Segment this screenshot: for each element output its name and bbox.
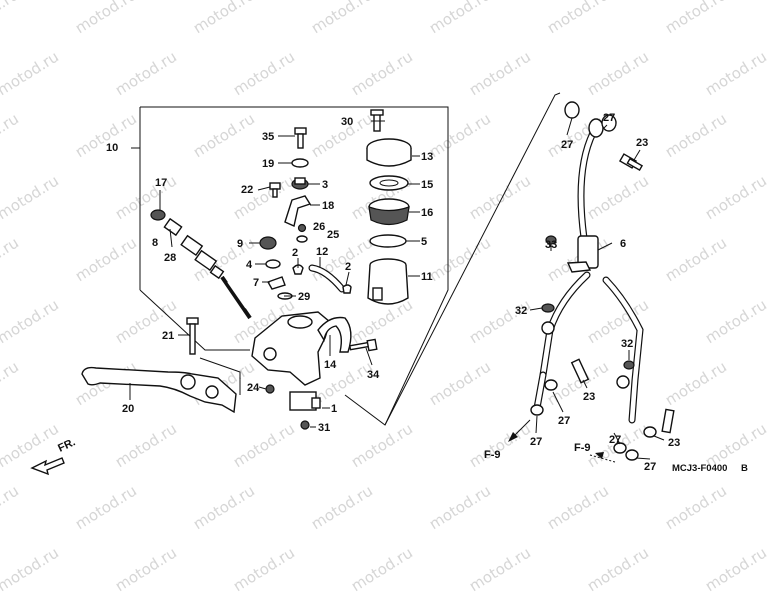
callout-20: 20 [122, 403, 134, 415]
callout-11: 11 [421, 271, 433, 283]
reservoir-11 [367, 258, 409, 305]
reservoir-hose-12 [308, 264, 346, 293]
reservoir-cap-13 [366, 138, 412, 167]
washer-4 [265, 259, 281, 269]
clip-26 [297, 223, 307, 233]
bolt-30 [370, 109, 384, 132]
callout-14: 14 [324, 359, 337, 371]
callout-18: 18 [322, 200, 334, 212]
callout-27-c: 27 [558, 415, 570, 427]
callout-29: 29 [298, 291, 310, 303]
bolt-23-top [618, 153, 644, 172]
washer-27-mid [544, 379, 558, 391]
clip-2-right [342, 284, 352, 294]
callout-7: 7 [253, 277, 259, 289]
callout-31: 31 [318, 422, 330, 434]
plate-15 [369, 175, 409, 191]
holder-14 [317, 316, 352, 353]
front-direction-arrow: FR. [30, 436, 77, 476]
diagram-code: MCJ3-F0400 [672, 463, 727, 474]
callout-labels: 10 17 8 28 30 35 19 3 22 18 26 25 9 2 12… [106, 112, 748, 474]
callout-23-a: 23 [636, 137, 648, 149]
grommet-9 [259, 236, 277, 250]
brake-lever-20 [81, 366, 237, 414]
callout-32-a: 32 [515, 305, 527, 317]
bolt-23-mid [570, 358, 590, 384]
callout-13: 13 [421, 151, 433, 163]
callout-23-c: 23 [668, 437, 680, 449]
callout-34: 34 [367, 369, 380, 381]
front-direction-label: FR. [56, 436, 77, 454]
callout-27-a: 27 [561, 139, 573, 151]
washer-19 [291, 158, 309, 168]
callout-3: 3 [322, 179, 328, 191]
ref-f9-left: F-9 [484, 449, 501, 461]
exploded-parts-diagram: FR. 10 17 8 28 30 35 19 3 22 18 26 25 9 … [30, 92, 748, 476]
callout-19: 19 [262, 158, 274, 170]
callout-2-left: 2 [292, 247, 298, 259]
diaphragm-16 [368, 198, 410, 226]
callout-28: 28 [164, 252, 176, 264]
callout-6: 6 [620, 238, 626, 250]
callout-30: 30 [341, 116, 353, 128]
group-bracket-outline [140, 106, 449, 426]
callout-10: 10 [106, 142, 118, 154]
screw-22 [269, 182, 281, 198]
washer-27-low-left [530, 404, 544, 416]
clamp-32-right [623, 360, 635, 370]
callout-21: 21 [162, 330, 174, 342]
piston-assembly-8 [150, 209, 252, 320]
washer-27-top-left [564, 101, 580, 119]
washer-25 [296, 235, 308, 243]
callout-32-b: 32 [621, 338, 633, 350]
callout-33: 33 [545, 239, 557, 251]
callout-35: 35 [262, 131, 274, 143]
master-cylinder-body-1 [251, 311, 331, 386]
callout-16: 16 [421, 207, 433, 219]
callout-23-b: 23 [583, 391, 595, 403]
bolt-24 [265, 384, 275, 394]
joint-3 [291, 177, 309, 190]
float-5 [369, 234, 407, 248]
diagram-code-suffix: B [741, 463, 748, 474]
brake-switch [289, 391, 321, 411]
callout-25: 25 [327, 229, 339, 241]
ref-f9-right: F-9 [574, 442, 591, 454]
leader-lines [129, 117, 665, 460]
callout-4: 4 [246, 259, 253, 271]
callout-1: 1 [331, 403, 337, 415]
callout-27-f: 27 [644, 461, 656, 473]
washer-27-right [643, 426, 657, 438]
bolt-23-low [661, 408, 675, 434]
callout-26: 26 [313, 221, 325, 233]
bracket-18 [284, 195, 312, 227]
clip-2-left [292, 264, 304, 275]
callout-22: 22 [241, 184, 253, 196]
f9-arrow-left [508, 419, 531, 442]
bolt-34 [348, 338, 378, 352]
callout-8: 8 [152, 237, 158, 249]
callout-27-b: 27 [603, 112, 615, 124]
callout-17: 17 [155, 177, 167, 189]
joint-7 [266, 276, 286, 290]
washer-27-low-right [625, 449, 639, 461]
callout-24: 24 [247, 382, 260, 394]
bolt-21 [186, 317, 199, 355]
callout-5: 5 [421, 236, 427, 248]
callout-2-right: 2 [345, 261, 351, 273]
brake-hose-assembly [533, 118, 644, 424]
bolt-35 [294, 127, 307, 149]
callout-15: 15 [421, 179, 433, 191]
clamp-32 [541, 303, 555, 313]
callout-9: 9 [237, 238, 243, 250]
f9-arrow-right [589, 452, 616, 463]
callout-27-d: 27 [530, 436, 542, 448]
callout-27-e: 27 [609, 434, 621, 446]
screw-31 [300, 420, 310, 430]
callout-12: 12 [316, 246, 328, 258]
